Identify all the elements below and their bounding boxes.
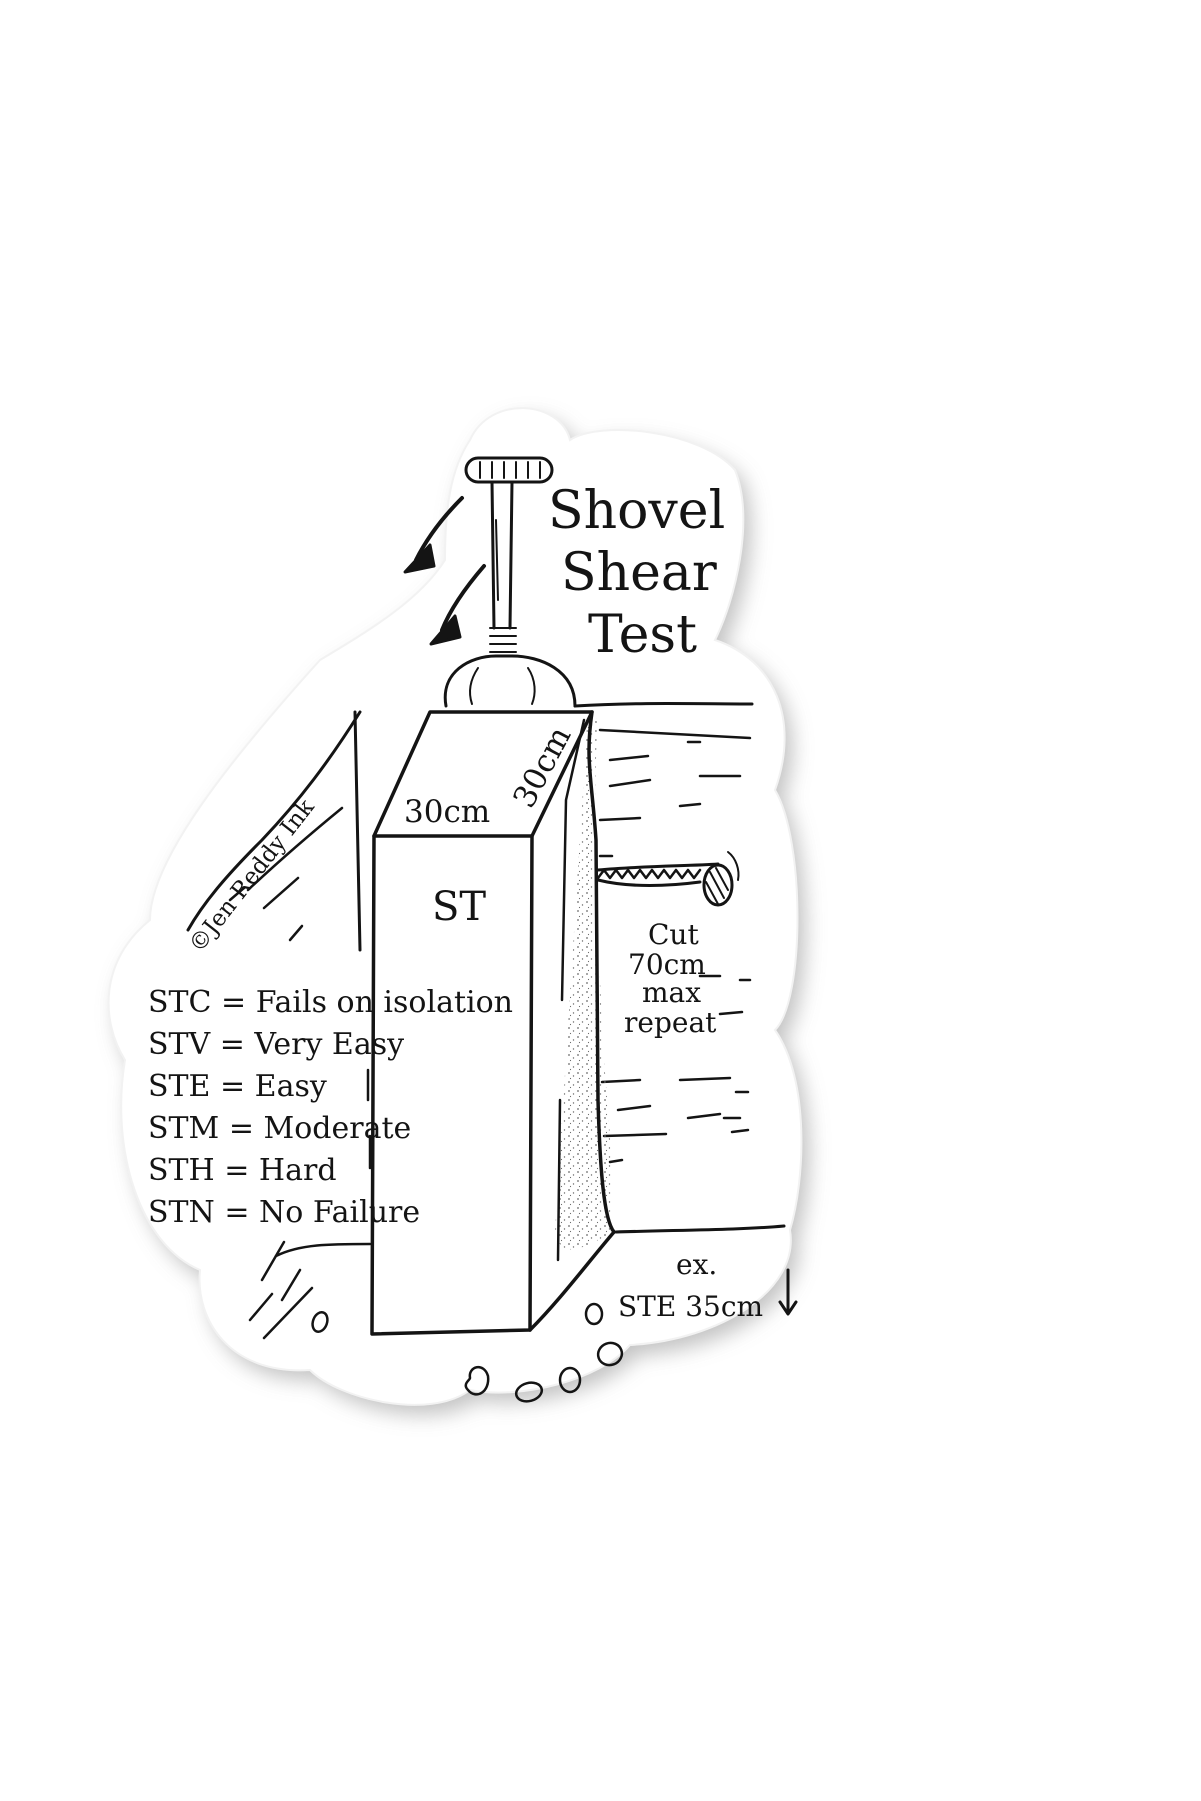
- side-note-line-1: Cut: [648, 918, 699, 951]
- snow-column: [370, 710, 616, 1336]
- legend: STC = Fails on isolation STV = Very Easy…: [148, 985, 513, 1230]
- side-note-line-3: max: [642, 976, 701, 1009]
- title-line-1: Shovel: [548, 481, 725, 541]
- shovel-icon: [443, 456, 577, 708]
- title-line-2: Shear: [561, 543, 717, 603]
- saw-icon: [596, 851, 740, 907]
- legend-item: STV = Very Easy: [148, 1027, 404, 1062]
- column-width-label: 30cm: [404, 794, 490, 830]
- legend-item: STC = Fails on isolation: [148, 985, 513, 1020]
- example-label: ex.: [676, 1248, 717, 1281]
- side-note-line-2: 70cm: [628, 948, 706, 981]
- push-arrows-icon: [403, 496, 486, 646]
- snowpack-layers: [186, 702, 786, 1340]
- snow-debris: [311, 1302, 624, 1403]
- down-arrow-icon: [778, 1268, 798, 1316]
- legend-item: STN = No Failure: [148, 1195, 420, 1230]
- title-line-3: Test: [588, 605, 697, 665]
- example-value: STE 35cm: [618, 1290, 763, 1323]
- side-note-line-4: repeat: [624, 1006, 717, 1039]
- legend-item: STM = Moderate: [148, 1111, 411, 1146]
- legend-item: STE = Easy: [148, 1069, 327, 1104]
- column-face-label: ST: [432, 884, 486, 930]
- legend-item: STH = Hard: [148, 1153, 337, 1188]
